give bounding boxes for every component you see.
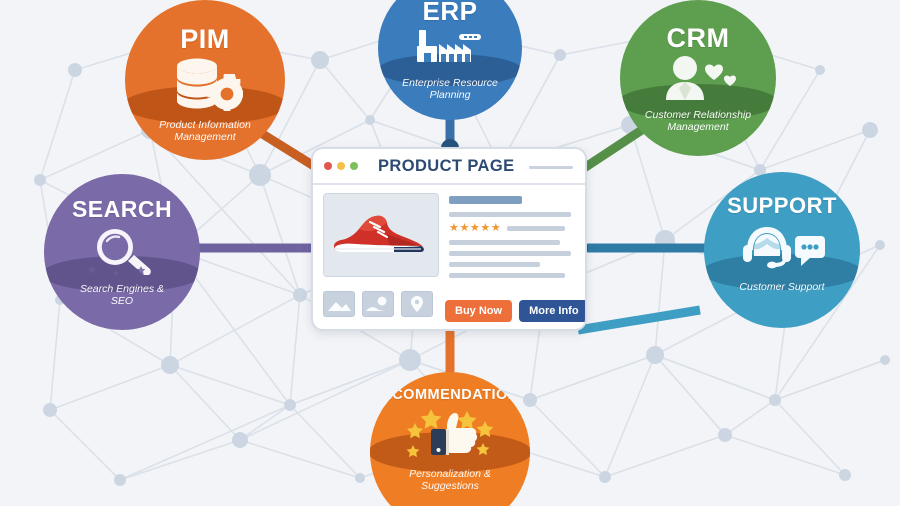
support-title: SUPPORT: [727, 193, 837, 218]
headset-chat-icon: [739, 222, 825, 275]
location-thumbnail[interactable]: [401, 291, 433, 317]
node-erp[interactable]: ERP: [378, 0, 522, 120]
erp-title: ERP: [422, 0, 478, 26]
detail-line: [449, 273, 565, 278]
search-subtitle: Search Engines & SEO: [79, 283, 165, 308]
database-gear-icon: [167, 57, 247, 116]
node-support[interactable]: SUPPORT: [704, 172, 860, 328]
detail-line: [449, 251, 572, 256]
node-pim[interactable]: PIM: [125, 0, 285, 160]
minimize-dot[interactable]: [337, 162, 345, 170]
more-info-button[interactable]: More Info: [519, 299, 585, 322]
detail-line: [449, 262, 540, 267]
product-detail-lines: ★★★★★: [449, 193, 575, 284]
pim-title: PIM: [180, 24, 230, 54]
recommendations-subtitle: Personalization & Suggestions: [409, 467, 491, 492]
card-body: ★★★★★: [313, 185, 585, 284]
product-hero-image[interactable]: [323, 193, 439, 277]
link-support-diagonal: [577, 305, 701, 335]
magnifier-icon: [85, 225, 159, 280]
recommendations-title: RECOMMENDATIONS: [371, 387, 529, 403]
detail-line: [449, 240, 560, 245]
detail-line: [449, 212, 572, 217]
window-controls: [324, 162, 358, 170]
factory-icon: [415, 28, 485, 73]
crm-subtitle: Customer Relationship Management: [644, 109, 752, 134]
pim-subtitle: Product Information Management: [159, 119, 251, 144]
page-title: PRODUCT PAGE: [378, 156, 515, 175]
node-recommendations[interactable]: RECOMMENDATIONS Personaliz: [370, 372, 530, 506]
crm-title: CRM: [666, 23, 730, 53]
product-name-placeholder: [449, 196, 523, 204]
maximize-dot[interactable]: [350, 162, 358, 170]
card-actions: Buy Now More Info: [445, 299, 585, 322]
erp-subtitle: Enterprise Resource Planning: [402, 77, 498, 102]
close-dot[interactable]: [324, 162, 332, 170]
search-title: SEARCH: [71, 196, 173, 222]
rating-stars: ★★★★★: [449, 222, 502, 234]
thumbnail-strip: [323, 291, 585, 317]
buy-now-button[interactable]: Buy Now: [445, 299, 513, 322]
card-titlebar: PRODUCT PAGE: [313, 149, 585, 185]
user-hearts-icon: [658, 55, 738, 106]
thumbs-up-stars-icon: [395, 405, 505, 466]
rating-row: ★★★★★: [449, 223, 575, 234]
product-page-card[interactable]: PRODUCT PAGE: [311, 147, 587, 331]
photo-thumbnail[interactable]: [362, 291, 394, 317]
title-rule: [529, 166, 573, 169]
image-thumbnail[interactable]: [323, 291, 355, 317]
support-subtitle: Customer Support: [739, 281, 825, 293]
node-search[interactable]: SEARCH Search Engines & SEO: [44, 174, 200, 330]
node-crm[interactable]: CRM Customer Relationship Management: [620, 0, 776, 156]
support-shadow-ellipse: [704, 254, 860, 290]
review-count-placeholder: [507, 226, 566, 231]
